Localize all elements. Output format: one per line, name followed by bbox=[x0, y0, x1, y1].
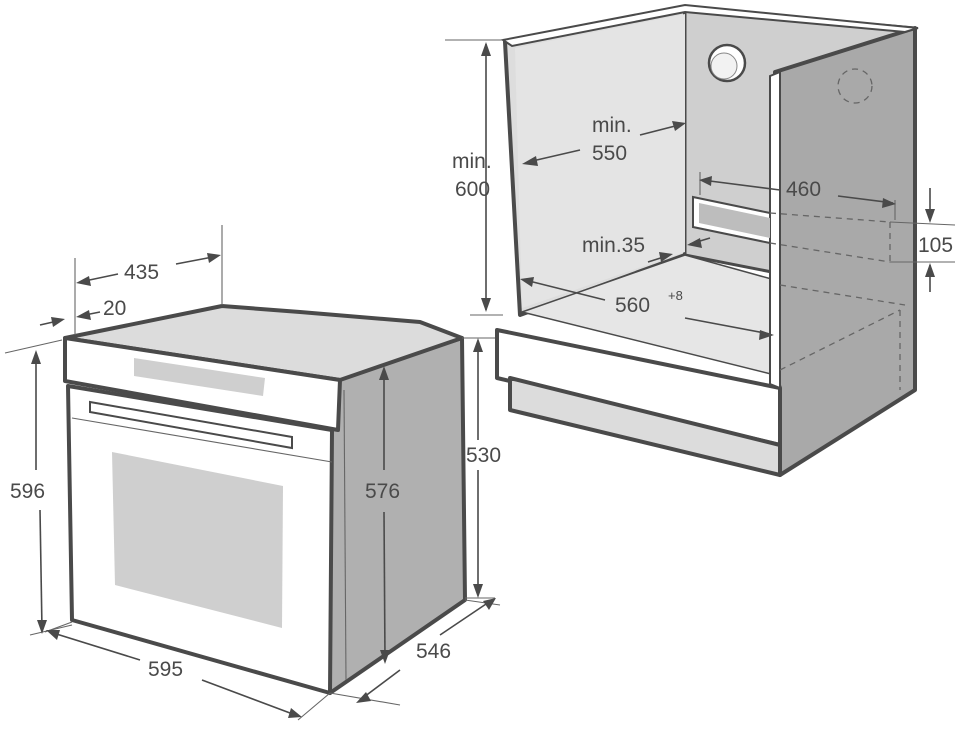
label-height-min-prefix: min. bbox=[452, 150, 492, 173]
label-body-depth: 546 bbox=[416, 640, 451, 663]
label-rear-height: 530 bbox=[466, 444, 501, 467]
floor-dashed-2 bbox=[779, 309, 901, 371]
vent-dashed-top bbox=[769, 212, 891, 223]
cabinet-cable-hole-inner bbox=[710, 52, 738, 80]
label-width-tolerance: +8 bbox=[668, 288, 683, 303]
oven-door-handle bbox=[89, 400, 293, 450]
cabinet-labels: min. 600 min. 550 460 105 min.35 560 +8 bbox=[452, 114, 953, 317]
label-body-height: 576 bbox=[365, 480, 400, 503]
oven-display bbox=[134, 358, 265, 396]
label-gap-min: min.35 bbox=[582, 234, 645, 257]
cabinet bbox=[495, 3, 919, 477]
label-width-value: 560 bbox=[615, 294, 650, 317]
label-front-thickness: 20 bbox=[103, 297, 126, 320]
cabinet-right-panel-edge bbox=[769, 70, 781, 390]
cabinet-dimensions bbox=[445, 39, 956, 340]
oven-dimensions bbox=[4, 225, 501, 721]
label-vent-height: 105 bbox=[918, 234, 953, 257]
label-height-min-value: 600 bbox=[455, 178, 490, 201]
label-vent-width: 460 bbox=[786, 178, 821, 201]
cabinet-dashed-hole bbox=[837, 68, 873, 104]
label-width: 595 bbox=[148, 658, 183, 681]
label-height-total: 596 bbox=[10, 480, 45, 503]
cabinet-top-edge bbox=[500, 3, 919, 48]
cabinet-right-panel bbox=[773, 26, 917, 477]
vent-dashed-bottom bbox=[769, 242, 891, 263]
cabinet-vent-slot-inner bbox=[699, 203, 770, 238]
oven-door-window bbox=[112, 452, 283, 628]
label-depth-min-value: 550 bbox=[592, 142, 627, 165]
label-depth-total: 435 bbox=[124, 261, 159, 284]
label-depth-min-prefix: min. bbox=[592, 114, 632, 137]
oven-labels: 435 20 596 576 530 595 546 bbox=[10, 261, 501, 681]
oven bbox=[63, 304, 467, 695]
cabinet-inner-left bbox=[515, 14, 685, 308]
